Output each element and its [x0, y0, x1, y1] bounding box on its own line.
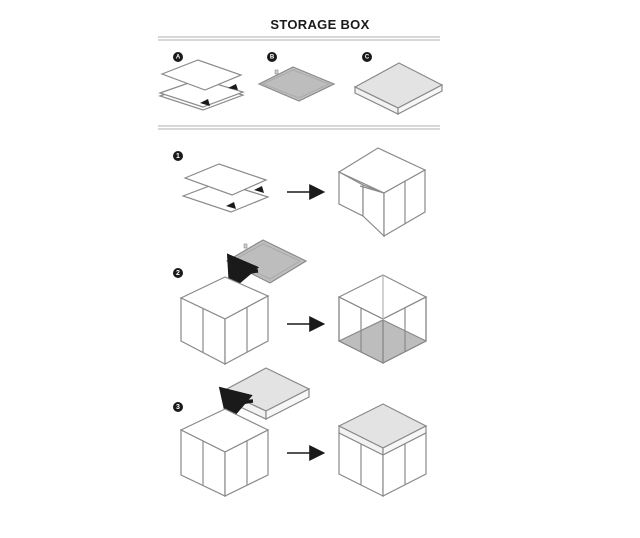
step-3-label: 3 — [176, 404, 180, 411]
step-2-label: 2 — [176, 270, 180, 277]
part-a-label: A — [176, 55, 181, 61]
part-b-badge: B — [267, 52, 277, 62]
step-2-badge: 2 — [173, 268, 183, 278]
step-2-open-box — [179, 276, 270, 366]
part-a-sheets — [158, 59, 245, 111]
step-3-lid — [221, 367, 311, 420]
step-2-box-with-base — [337, 274, 428, 364]
part-b-panel — [257, 66, 336, 102]
step-1-label: 1 — [176, 153, 180, 160]
part-c-badge: C — [362, 52, 372, 62]
header-rules — [158, 36, 440, 130]
step-3-open-box — [179, 408, 270, 497]
diagram-title: STORAGE BOX — [270, 17, 370, 32]
part-b-label: B — [270, 55, 275, 61]
step-3-badge: 3 — [173, 402, 183, 412]
step-1-badge: 1 — [173, 151, 183, 161]
step-1-unfolded-box — [337, 147, 427, 238]
step-3-closed-box — [337, 403, 428, 497]
step-1-sheets — [181, 163, 270, 213]
part-a-badge: A — [173, 52, 183, 62]
part-c-lid — [353, 62, 444, 115]
part-c-label: C — [365, 55, 370, 61]
